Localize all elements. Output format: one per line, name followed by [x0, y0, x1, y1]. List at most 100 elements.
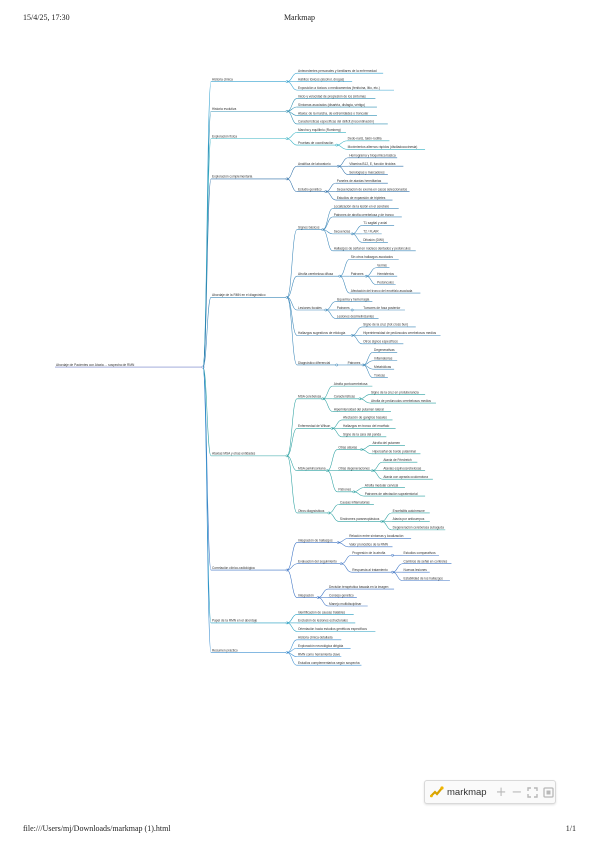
mm-node-pedunculos[interactable]: Pedúnculos: [366, 275, 396, 285]
mm-node-atrofia-medular-cervical[interactable]: Atrofia medular cervical: [353, 483, 405, 493]
mm-node-marcha-y-equilibrio-romberg[interactable]: Marcha y equilibrio (Romberg): [286, 128, 346, 140]
mm-node-orientacion-hacia-estudios-geneticos-esp[interactable]: Orientación hacia estudios genéticos esp…: [286, 622, 376, 632]
mm-node-integracion[interactable]: Integración: [286, 569, 320, 599]
mm-node-degeneracion-cerebelosa-subaguda[interactable]: Degeneración cerebelosa subaguda: [381, 521, 446, 531]
mm-node-sin-otros-hallazgos-asociados[interactable]: Sin otros hallazgos asociados: [339, 255, 399, 277]
mm-node-signo-de-la-cara-del-panda[interactable]: Signo de la cara del panda: [331, 428, 387, 438]
mm-label: Marcha y equilibrio (Romberg): [298, 128, 341, 132]
mm-link: [338, 165, 349, 175]
mm-node-patrones[interactable]: Patrones: [327, 470, 356, 494]
mm-root-node[interactable]: Abordaje de Pacientes con Ataxia ... sos…: [55, 363, 205, 369]
mm-node-afectacion-del-tronco-del-encefalo-asoci[interactable]: Afectación del tronco del encéfalo asoci…: [339, 275, 421, 294]
mm-node-papel-de-la-rmn-en-el-abordaje[interactable]: Papel de la RMN en el abordaje: [202, 366, 289, 625]
mm-node-estudios-complementarios-segun-sospecha[interactable]: Estudios complementarios según sospecha: [286, 652, 362, 666]
mm-node-causas-inflamatorias[interactable]: Causas inflamatorias: [328, 500, 374, 514]
mm-node-patrones[interactable]: Patrones: [325, 306, 354, 312]
mm-node-resumen-practico[interactable]: Resumen práctico: [202, 366, 289, 654]
mm-node-tumores-de-fosa-posterior[interactable]: Tumores de fosa posterior: [352, 306, 405, 311]
mm-node-relacion-entre-sintomas-y-localizacion[interactable]: Relación entre síntomas y localización: [338, 534, 412, 543]
mm-node-exploracion-neurologica-dirigida[interactable]: Exploración neurológica dirigida: [286, 644, 351, 653]
mm-link: [353, 487, 364, 493]
mm-node-signo-de-la-cruz-en-protuberancia[interactable]: Signo de la cruz en protuberancia: [359, 390, 426, 400]
mm-node-atrofia-de-pedunculos-cerebelosos-medios[interactable]: Atrofia de pedúnculos cerebelosos medios: [359, 398, 436, 404]
mm-node-consejo-genetico[interactable]: Consejo genético: [318, 593, 357, 598]
mm-node-exploracion-complementaria[interactable]: Exploración complementaria: [202, 175, 289, 368]
mm-node-patrones-de-atrofia-cerebelosa-y-de-tron[interactable]: Patrones de atrofia cerebelosa y de tron…: [322, 213, 402, 230]
mm-node-abordaje-de-la-rmn-en-el-diagnostico[interactable]: Abordaje de la RMN en el diagnóstico: [202, 293, 289, 368]
mm-node-estudios-comparativos[interactable]: Estudios comparativos: [392, 551, 440, 556]
mm-node-estudio-genetico[interactable]: Estudio genético: [286, 178, 328, 193]
mm-node-atrofia-cerebelosa-difusa[interactable]: Atrofia cerebelosa difusa: [286, 272, 342, 298]
mm-node-estabilidad-de-los-hallazgos[interactable]: Estabilidad de los hallazgos: [392, 571, 450, 581]
mm-node-otras-ataxias[interactable]: Otras ataxias: [327, 445, 363, 471]
mm-node-secuenciacion-de-exoma-en-casos-seleccio[interactable]: Secuenciación de exoma en casos seleccio…: [325, 187, 410, 192]
mm-node-vitamina-b12-e-funcion-tiroidea[interactable]: Vitamina B12, E, función tiroidea: [338, 162, 404, 167]
mm-node-exclusion-de-lesiones-estructurales[interactable]: Exclusión de lesiones estructurales: [286, 619, 356, 624]
mm-node-exposicion-a-toxicos-o-medicamentos-feni[interactable]: Exposición a tóxicos o medicamentos (fen…: [286, 81, 394, 91]
mm-node-historia-clinica[interactable]: Historia clínica: [202, 77, 289, 368]
mm-label: Patrones: [348, 361, 361, 365]
mm-node-lesiones-focales[interactable]: Lesiones focales: [286, 297, 328, 312]
mm-node-caracteristicas-especificas-del-deficit-[interactable]: Características específicas del déficit …: [286, 110, 388, 125]
mm-node-movimientos-alternos-rapidos-disdiadococ[interactable]: Movimientos alternos rápidos (disdiadoco…: [336, 144, 426, 150]
mm-label: Hábitos tóxicos (alcohol, drogas): [298, 77, 344, 81]
markmap-logo[interactable]: markmap: [425, 781, 487, 803]
mm-link: [325, 309, 336, 319]
mm-node-correlacion-clinico-radiologica[interactable]: Correlación clínico-radiológica: [202, 366, 289, 572]
mm-node-secuencias[interactable]: Secuencias: [322, 229, 354, 236]
mm-node-patrones[interactable]: Patrones: [339, 272, 368, 278]
mm-node-atrofia-del-putamen[interactable]: Atrofia del putamen: [361, 441, 405, 450]
mm-node-respuesta-al-tratamiento[interactable]: Respuesta al tratamiento: [341, 563, 394, 574]
mm-link: [366, 267, 377, 277]
mm-node-sindromes-paraneoplasicos[interactable]: Síndromes paraneoplásicos: [328, 512, 383, 523]
mm-node-manejo-multidisciplinar[interactable]: Manejo multidisciplinar: [318, 597, 368, 607]
mm-node-signos-basicos[interactable]: Signos básicos: [286, 225, 325, 298]
mm-label: Hallazgos en tronco del encéfalo: [343, 424, 389, 428]
toggle-recursively-button[interactable]: [542, 784, 555, 800]
mm-node-toxicas[interactable]: Tóxicas: [362, 364, 388, 378]
mm-label: Hiperintensidad del putamen lateral: [334, 407, 384, 411]
mm-node-pruebas-de-coordinacion[interactable]: Pruebas de coordinación: [286, 138, 338, 147]
mm-node-integracion-de-hallazgos[interactable]: Integración de hallazgos: [286, 538, 340, 571]
mm-node-evaluacion-del-seguimiento[interactable]: Evaluación del seguimiento: [286, 560, 343, 571]
mm-node-ataxia-por-anticuerpos[interactable]: Ataxia por anticuerpos: [381, 517, 430, 522]
mm-node-enfermedad-de-wilson[interactable]: Enfermedad de Wilson: [286, 424, 334, 457]
mm-node-hipersenal-de-borde-putaminal[interactable]: Hiperseñal de borde putaminal: [361, 449, 421, 455]
mm-node-estudios-de-expansion-de-tripletes[interactable]: Estudios de expansión de tripletes: [325, 191, 393, 201]
mm-node-hiperintensidad-de-pedunculos-cerebeloso[interactable]: Hiperintensidad de pedúnculos cerebeloso…: [352, 331, 441, 336]
mm-node-patrones[interactable]: Patrones: [336, 361, 365, 367]
mm-node-historia-evolutiva[interactable]: Historia evolutiva: [202, 107, 289, 368]
mm-node-lesiones-desmielinizantes[interactable]: Lesiones desmielinizantes: [325, 309, 379, 319]
mm-node-hallazgos-de-senal-en-nucleos-dentados-y[interactable]: Hallazgos de señal en núcleos dentados y…: [322, 229, 416, 252]
zoom-out-button[interactable]: −: [511, 784, 523, 800]
mm-node-metabolicas[interactable]: Metabólicas: [363, 364, 395, 370]
zoom-in-button[interactable]: +: [495, 784, 507, 800]
mm-label: Ataxia por anticuerpos: [393, 517, 425, 521]
mm-node-ataxia-de-la-marcha-de-extremidades-o-tr[interactable]: Ataxia: de la marcha, de extremidades o …: [286, 110, 377, 116]
mm-node-difusion-dwi[interactable]: Difusión (DWI): [352, 233, 388, 243]
mm-node-rmn-como-herramienta-clave[interactable]: RMN como herramienta clave: [286, 652, 342, 658]
mm-node-serologias-y-marcadores[interactable]: Serologías y marcadores: [338, 165, 388, 175]
mm-node-progresion-de-la-atrofia[interactable]: Progresión de la atrofia: [341, 551, 394, 564]
mm-node-exploracion-fisica[interactable]: Exploración física: [202, 135, 289, 368]
mm-node-valor-pronostico-de-la-rmn[interactable]: Valor pronóstico de la RMN: [338, 542, 393, 548]
mm-node-patrones-de-afectacion-supratentorial[interactable]: Patrones de afectación supratentorial: [353, 491, 426, 497]
mm-node-otras-degeneraciones[interactable]: Otras degeneraciones: [327, 466, 374, 473]
mm-node-otros-signos-especificos[interactable]: Otros signos específicos: [352, 335, 404, 345]
mm-node-ataxias-msa-y-otras-entidades[interactable]: Ataxias MSA y otras entidades: [202, 366, 289, 458]
mm-node-otros-diagnosticos[interactable]: Otros diagnósticos: [286, 455, 331, 515]
mm-node-nuevas-lesiones[interactable]: Nuevas lesiones: [392, 568, 430, 573]
mm-node-hallazgos-en-tronco-del-encefalo[interactable]: Hallazgos en tronco del encéfalo: [332, 424, 396, 429]
mm-node-ataxias-espinocerebelosas[interactable]: Ataxias espinocerebelosas: [372, 466, 426, 471]
mm-node-msa-parkinsoniana[interactable]: MSA parkinsoniana: [286, 455, 329, 473]
fit-window-button[interactable]: [526, 784, 539, 800]
mm-node-ataxia-con-apraxia-oculomotora[interactable]: Ataxia con apraxia oculomotora: [372, 470, 433, 480]
mm-node-analitica-de-laboratorio[interactable]: Analítica de laboratorio: [286, 162, 340, 180]
mm-node-atrofia-pontocerebelosa[interactable]: Atrofia pontocerebelosa: [322, 382, 373, 400]
mm-node-habitos-toxicos-alcohol-drogas[interactable]: Hábitos tóxicos (alcohol, drogas): [287, 77, 353, 82]
mm-node-hiperintensidad-del-putamen-lateral[interactable]: Hiperintensidad del putamen lateral: [322, 398, 391, 412]
mm-node-dedo-nariz-talon-rodilla[interactable]: Dedo-nariz, talón-rodilla: [336, 137, 390, 146]
mm-node-sintomas-asociados-disartria-disfagia-ve[interactable]: Síntomas asociados (disartria, disfagia,…: [286, 103, 377, 112]
mm-node-caracteristicas[interactable]: Características: [322, 395, 362, 401]
